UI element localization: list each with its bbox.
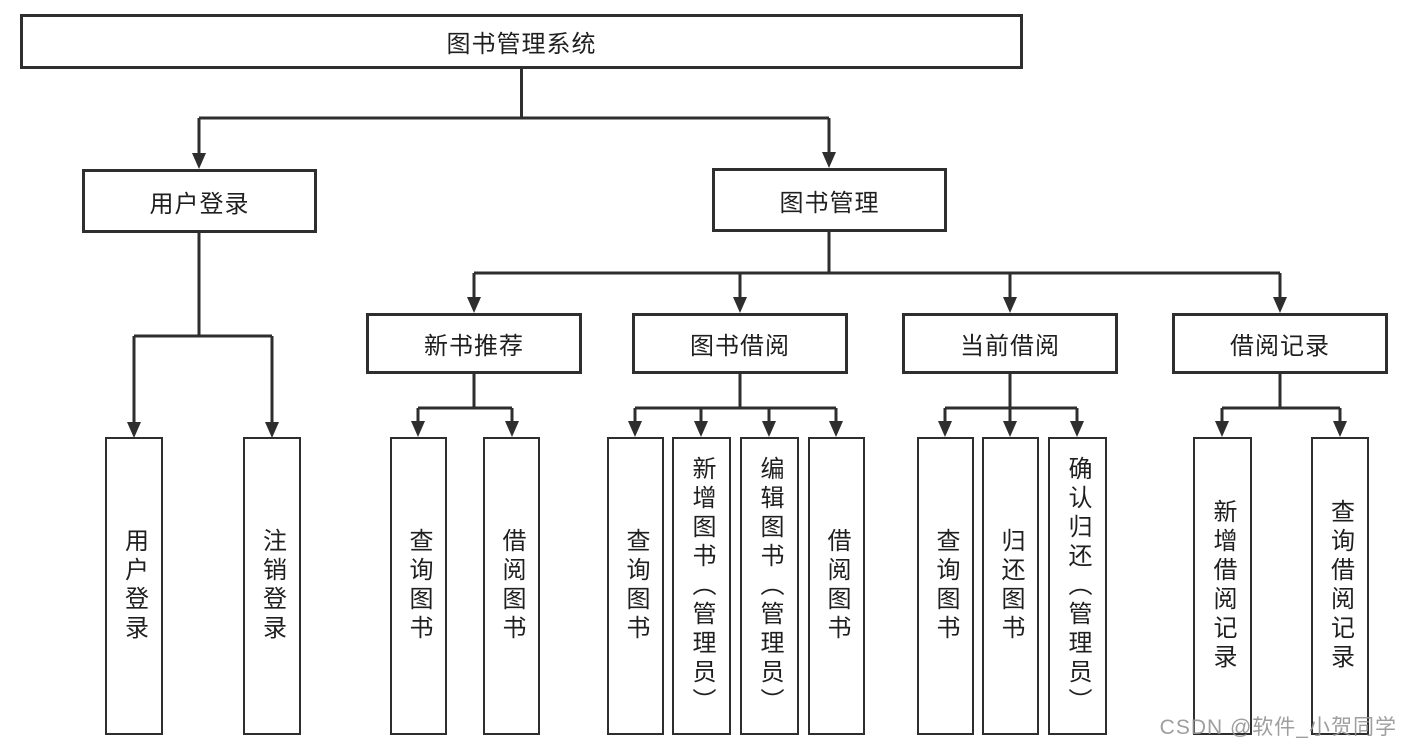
node-confirm-return-admin: 确认归还（管理员）	[1048, 437, 1107, 735]
node-borrow-records: 借阅记录	[1172, 313, 1388, 374]
node-current-borrow: 当前借阅	[902, 313, 1118, 374]
node-user-login-branch: 用户登录	[82, 169, 317, 233]
node-book-borrow: 图书借阅	[632, 313, 848, 374]
node-borrow-books: 借阅图书	[808, 437, 865, 735]
node-add-books-admin: 新增图书（管理员）	[672, 437, 731, 735]
node-edit-books-admin: 编辑图书（管理员）	[740, 437, 799, 735]
node-logout-login: 注销登录	[243, 437, 301, 735]
node-query-borrow-record: 查询借阅记录	[1311, 437, 1369, 735]
node-return-books: 归还图书	[982, 437, 1039, 735]
node-add-borrow-record: 新增借阅记录	[1193, 437, 1252, 735]
node-query-books-borrow: 查询图书	[607, 437, 664, 735]
node-user-login: 用户登录	[105, 437, 163, 735]
node-new-book-recommend: 新书推荐	[366, 313, 582, 374]
node-query-books-recommend: 查询图书	[390, 437, 447, 735]
node-borrow-books-recommend: 借阅图书	[483, 437, 540, 735]
node-book-management-branch: 图书管理	[712, 168, 947, 232]
node-query-books-current: 查询图书	[917, 437, 974, 735]
csdn-watermark: CSDN @软件_小贺同学	[1159, 716, 1397, 739]
node-book-management-system: 图书管理系统	[20, 14, 1023, 69]
